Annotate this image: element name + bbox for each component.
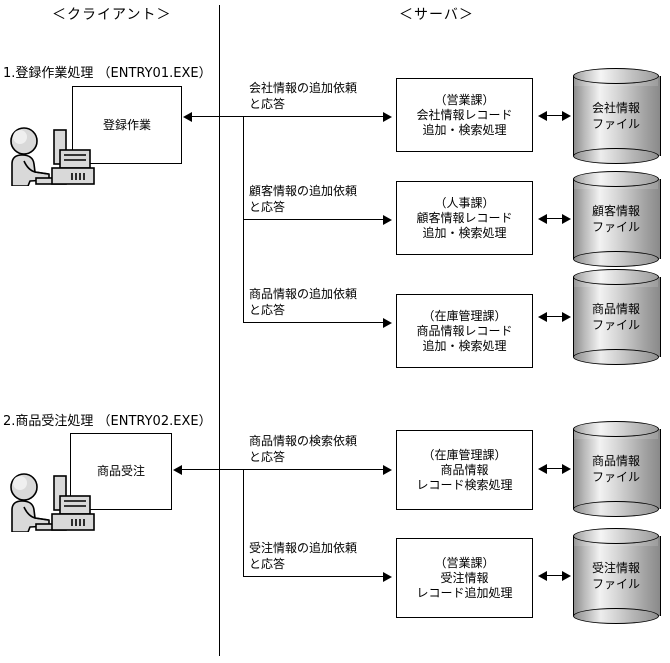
arrowhead-to-server-entry02-1	[383, 465, 392, 475]
db-link-entry01-1	[540, 115, 564, 116]
db-label-line2: ファイル	[591, 577, 640, 591]
database-cylinder-icon-entry02-1[interactable]: 商品情報 ファイル	[573, 421, 661, 517]
flow-line-entry01-1	[243, 116, 383, 117]
arrowhead-to-server-entry01-2	[383, 215, 392, 225]
flow-label-entry01-3: 商品情報の追加依頼 と応答	[249, 287, 358, 317]
arrowhead-to-process-entry01-3	[538, 312, 547, 322]
server-process-box-entry01-1[interactable]: （営業課） 会社情報レコード 追加・検索処理	[396, 78, 533, 152]
arrowhead-to-server-entry02-2	[383, 572, 392, 582]
arrowhead-to-db-entry01-1	[562, 111, 571, 121]
db-label-line2: ファイル	[591, 117, 640, 131]
arrowhead-to-client-entry01	[183, 112, 192, 122]
cylinder-bottom	[573, 251, 659, 267]
person-at-computer-icon	[2, 470, 102, 533]
server-box-line2: 会社情報レコード	[416, 107, 513, 122]
db-label-line2: ファイル	[591, 220, 640, 234]
client-column-header: ＜クライアント＞	[52, 7, 172, 23]
arrowhead-to-db-entry02-1	[562, 464, 571, 474]
server-box-line1: （在庫管理課）	[422, 308, 507, 323]
cylinder-body	[573, 429, 661, 509]
server-box-line1: （在庫管理課）	[422, 447, 507, 462]
server-process-box-entry01-2[interactable]: （人事課） 顧客情報レコード 追加・検索処理	[396, 181, 533, 255]
arrowhead-to-db-entry01-2	[562, 214, 571, 224]
trunk-line-entry02	[182, 469, 244, 470]
cylinder-body	[573, 277, 661, 357]
arrowhead-to-process-entry01-1	[538, 111, 547, 121]
cylinder-bottom	[573, 501, 659, 517]
db-link-entry02-1	[540, 468, 564, 469]
server-column-header: ＜サーバ＞	[399, 7, 474, 23]
server-process-box-entry01-3[interactable]: （在庫管理課） 商品情報レコード 追加・検索処理	[396, 294, 533, 368]
cylinder-bottom	[573, 148, 659, 164]
cylinder-body	[573, 536, 661, 616]
client-app-box-label: 登録作業	[102, 117, 151, 132]
flow-label-entry02-2: 受注情報の追加依頼 と応答	[249, 541, 358, 571]
db-label-line1: 顧客情報	[591, 204, 640, 218]
process-title-entry01: 1.登録作業処理 （ENTRY01.EXE）	[3, 66, 212, 81]
process-title-entry02: 2.商品受注処理 （ENTRY02.EXE）	[3, 414, 212, 429]
db-label-line2: ファイル	[591, 470, 640, 484]
cylinder-top	[573, 68, 659, 84]
db-label-line2: ファイル	[591, 318, 640, 332]
db-label-line1: 会社情報	[591, 101, 640, 115]
server-box-line2: 商品情報レコード	[416, 323, 513, 338]
arrowhead-to-server-entry01-1	[383, 112, 392, 122]
person-at-computer-icon	[2, 124, 102, 187]
flow-line-entry01-2	[243, 219, 383, 220]
server-process-box-entry02-1[interactable]: （在庫管理課） 商品情報 レコード検索処理	[396, 430, 533, 510]
branch-bus-entry02	[243, 469, 244, 576]
server-box-line2: 顧客情報レコード	[416, 210, 513, 225]
db-label-line1: 商品情報	[591, 454, 640, 468]
server-box-line2: 商品情報	[440, 462, 489, 477]
server-box-line2: 受注情報	[440, 570, 489, 585]
flow-label-entry02-1: 商品情報の検索依頼 と応答	[249, 434, 358, 464]
database-cylinder-icon-entry01-1[interactable]: 会社情報 ファイル	[573, 68, 661, 164]
db-link-entry01-3	[540, 316, 564, 317]
arrowhead-to-process-entry02-1	[538, 464, 547, 474]
server-box-line1: （営業課）	[434, 555, 495, 570]
cylinder-body	[573, 179, 661, 259]
server-box-line3: 追加・検索処理	[422, 338, 507, 353]
cylinder-bottom	[573, 349, 659, 365]
cylinder-bottom	[573, 608, 659, 624]
cylinder-top	[573, 269, 659, 285]
client-server-divider	[219, 5, 220, 656]
database-cylinder-icon-entry01-3[interactable]: 商品情報 ファイル	[573, 269, 661, 365]
arrowhead-to-process-entry01-2	[538, 214, 547, 224]
cylinder-top	[573, 528, 659, 544]
server-box-line3: レコード検索処理	[416, 477, 513, 492]
flow-line-entry02-2	[243, 576, 383, 577]
arrowhead-to-server-entry01-3	[383, 318, 392, 328]
db-link-entry01-2	[540, 218, 564, 219]
server-box-line3: レコード追加処理	[416, 585, 513, 600]
server-box-line3: 追加・検索処理	[422, 122, 507, 137]
db-link-entry02-2	[540, 575, 564, 576]
flow-label-entry01-2: 顧客情報の追加依頼 と応答	[249, 184, 358, 214]
cylinder-top	[573, 421, 659, 437]
client-app-box-label: 商品受注	[96, 464, 145, 478]
flow-line-entry02-1	[243, 469, 383, 470]
flow-label-entry01-1: 会社情報の追加依頼 と応答	[249, 81, 358, 111]
server-box-line1: （人事課）	[434, 195, 495, 210]
arrowhead-to-process-entry02-2	[538, 571, 547, 581]
db-label-line1: 受注情報	[591, 561, 640, 575]
db-label-line1: 商品情報	[591, 302, 640, 316]
flow-line-entry01-3	[243, 322, 383, 323]
database-cylinder-icon-entry02-2[interactable]: 受注情報 ファイル	[573, 528, 661, 624]
server-box-line1: （営業課）	[434, 92, 495, 107]
cylinder-top	[573, 171, 659, 187]
arrowhead-to-db-entry01-3	[562, 312, 571, 322]
server-process-box-entry02-2[interactable]: （営業課） 受注情報 レコード追加処理	[396, 538, 533, 618]
database-cylinder-icon-entry01-2[interactable]: 顧客情報 ファイル	[573, 171, 661, 267]
cylinder-body	[573, 76, 661, 156]
trunk-line-entry01	[192, 116, 244, 117]
arrowhead-to-client-entry02	[173, 465, 182, 475]
server-box-line3: 追加・検索処理	[422, 225, 507, 240]
arrowhead-to-db-entry02-2	[562, 571, 571, 581]
